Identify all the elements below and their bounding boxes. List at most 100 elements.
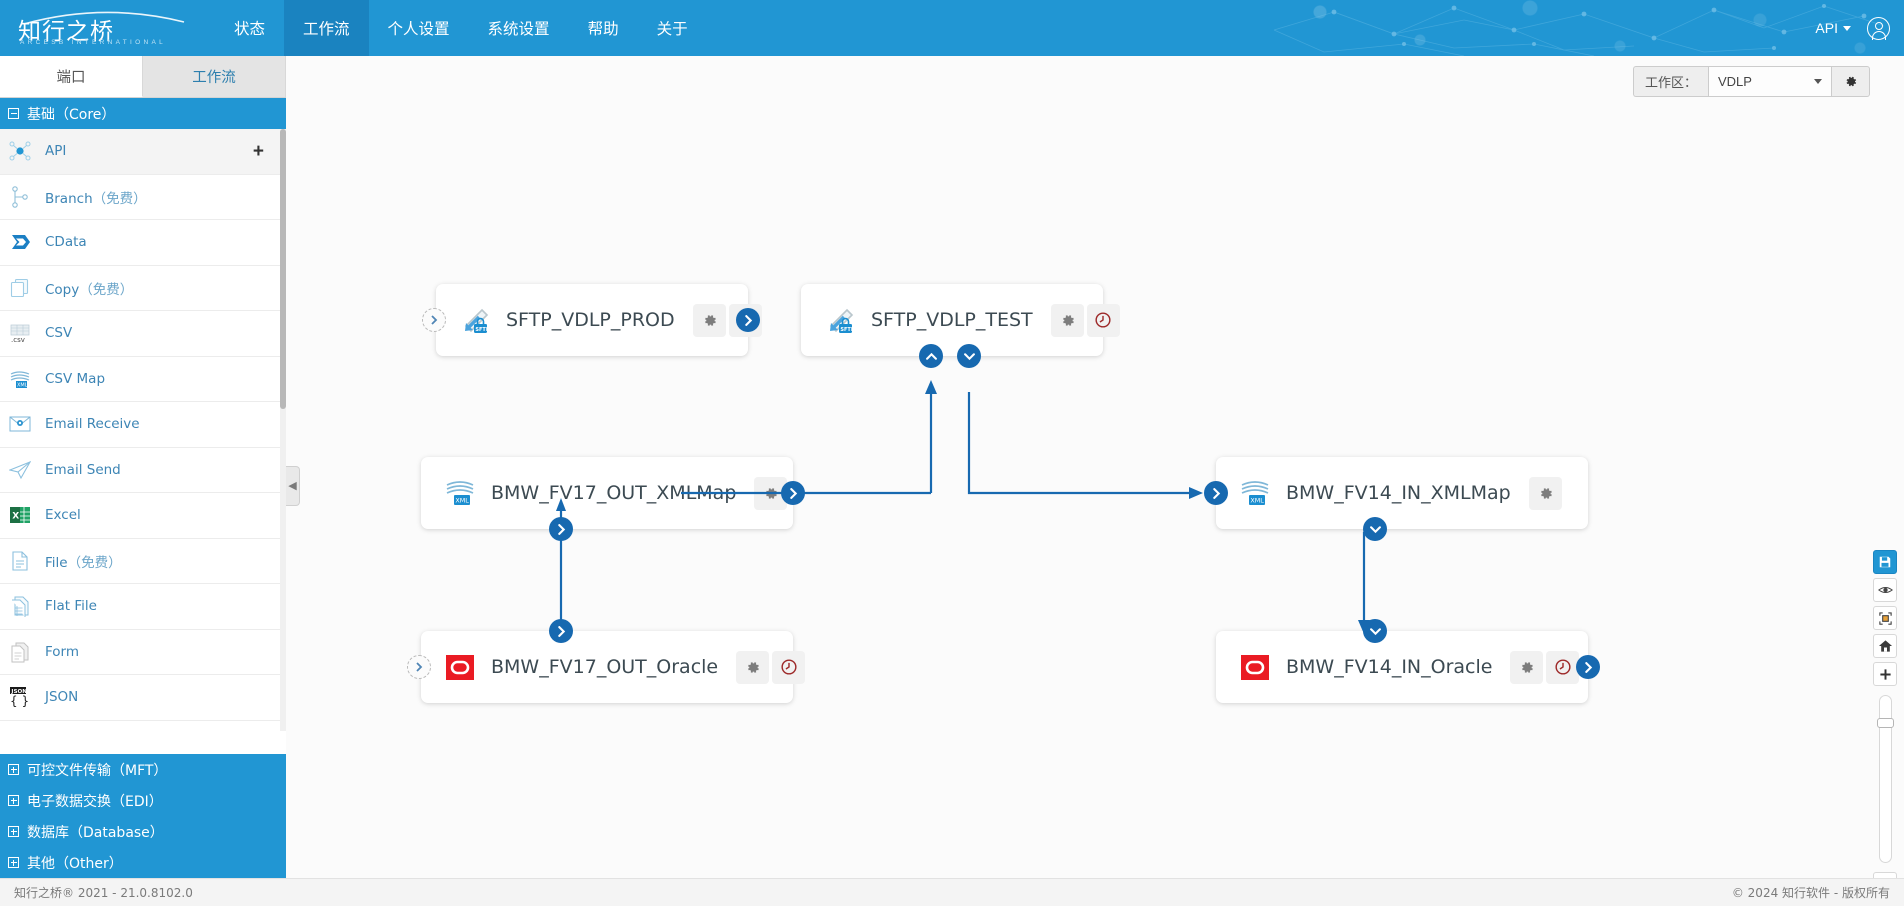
workflow-node-sftp-vdlp-test[interactable]: SFTP SFTP_VDLP_TEST bbox=[801, 284, 1120, 368]
sidebar-item-notify[interactable]: ! Notify（免费） bbox=[0, 721, 286, 732]
workflow-node-bmw-fv14-in-oracle[interactable]: BMW_FV14_IN_Oracle bbox=[1216, 619, 1600, 703]
sidebar-item-csv[interactable]: .csv CSV bbox=[0, 311, 286, 357]
clock-icon bbox=[1095, 312, 1111, 328]
node-schedule-button[interactable] bbox=[772, 650, 806, 684]
json-icon: JSON { } bbox=[8, 685, 32, 709]
sidebar-tab-workflow[interactable]: 工作流 bbox=[143, 56, 286, 97]
node-output-connector[interactable] bbox=[736, 308, 760, 332]
node-input-connector[interactable] bbox=[407, 655, 431, 679]
zoom-slider-thumb[interactable] bbox=[1876, 718, 1894, 728]
node-input-connector[interactable] bbox=[422, 308, 446, 332]
node-settings-button[interactable] bbox=[1528, 476, 1562, 510]
oracle-icon bbox=[1238, 650, 1272, 684]
sidebar-item-flat-file-label: Flat File bbox=[45, 598, 97, 615]
node-schedule-button[interactable] bbox=[1086, 303, 1120, 337]
node-input-connector-top[interactable] bbox=[1363, 619, 1387, 643]
node-actions bbox=[1528, 476, 1562, 510]
sidebar-item-cdata[interactable]: CData bbox=[0, 220, 286, 266]
sidebar-group-edi[interactable]: 电子数据交换（EDI） bbox=[0, 785, 286, 816]
form-icon bbox=[8, 640, 32, 664]
nav-item-profile[interactable]: 个人设置 bbox=[387, 20, 450, 38]
footer-copyright: © 2024 知行软件 - 版权所有 bbox=[1731, 886, 1890, 900]
zoom-in-button[interactable] bbox=[1873, 662, 1897, 686]
sidebar-group-mft[interactable]: 可控文件传输（MFT） bbox=[0, 754, 286, 785]
csv-map-icon: XML bbox=[8, 367, 32, 391]
workspace-settings-button[interactable] bbox=[1832, 66, 1870, 97]
sidebar-group-other[interactable]: 其他（Other） bbox=[0, 847, 286, 878]
workflow-node-bmw-fv17-out-xmlmap[interactable]: XML BMW_FV17_OUT_XMLMap bbox=[421, 457, 805, 541]
sidebar-scrollbar[interactable] bbox=[280, 129, 286, 731]
workflow-node-label: BMW_FV14_IN_XMLMap bbox=[1286, 482, 1511, 504]
sidebar-item-branch[interactable]: Branch（免费） bbox=[0, 175, 286, 220]
preview-button[interactable] bbox=[1873, 578, 1897, 602]
node-output-connector-top[interactable] bbox=[549, 619, 573, 643]
sidebar-tabs: 端口 工作流 bbox=[0, 56, 286, 98]
home-button[interactable] bbox=[1873, 634, 1897, 658]
node-output-connector[interactable] bbox=[781, 481, 805, 505]
nav-item-about[interactable]: 关于 bbox=[656, 20, 688, 38]
logo-text: 知行之桥 bbox=[18, 19, 114, 45]
sidebar-item-file[interactable]: File（免费） bbox=[0, 539, 286, 584]
node-schedule-button[interactable] bbox=[1546, 650, 1580, 684]
sidebar-item-form[interactable]: Form bbox=[0, 630, 286, 675]
api-menu-button[interactable]: API bbox=[1815, 20, 1851, 36]
clock-icon bbox=[781, 659, 797, 675]
main-nav: 状态 工作流 个人设置 系统设置 帮助 关于 bbox=[215, 0, 707, 56]
gear-icon bbox=[1062, 314, 1074, 326]
sidebar-item-copy[interactable]: Copy（免费） bbox=[0, 266, 286, 311]
expand-plus-icon bbox=[8, 764, 19, 775]
sidebar-item-copy-free: （免费） bbox=[79, 281, 134, 298]
nav-item-workflow[interactable]: 工作流 bbox=[284, 0, 369, 56]
node-input-connector-up[interactable] bbox=[919, 344, 943, 368]
clock-icon bbox=[1555, 659, 1571, 675]
node-settings-button[interactable] bbox=[1050, 303, 1084, 337]
zoom-out-button[interactable] bbox=[1873, 872, 1897, 878]
workflow-node-label: SFTP_VDLP_TEST bbox=[871, 309, 1033, 331]
workspace-selector-group: 工作区： VDLP bbox=[1632, 66, 1870, 97]
csv-icon: .csv bbox=[8, 321, 32, 345]
add-api-button[interactable]: + bbox=[252, 140, 264, 162]
workflow-node-sftp-vdlp-prod[interactable]: SFTP SFTP_VDLP_PROD bbox=[422, 284, 762, 356]
sidebar-item-file-free: （免费） bbox=[67, 554, 122, 571]
node-output-connector-down[interactable] bbox=[1363, 517, 1387, 541]
node-settings-button[interactable] bbox=[736, 650, 770, 684]
sidebar-item-email-receive[interactable]: Email Receive bbox=[0, 402, 286, 448]
node-output-connector-down[interactable] bbox=[957, 344, 981, 368]
node-output-connector[interactable] bbox=[1576, 655, 1600, 679]
sidebar-collapse-toggle[interactable]: ◀ bbox=[286, 466, 300, 506]
sidebar-item-email-send[interactable]: Email Send bbox=[0, 448, 286, 493]
app-logo[interactable]: 知行之桥 ARCESB INTERNATIONAL bbox=[14, 4, 194, 52]
expand-plus-icon bbox=[8, 857, 19, 868]
node-settings-button[interactable] bbox=[1510, 650, 1544, 684]
workspace-select[interactable]: VDLP bbox=[1708, 66, 1832, 97]
nav-item-help[interactable]: 帮助 bbox=[587, 20, 619, 38]
sidebar-group-core[interactable]: 基础（Core） bbox=[0, 98, 286, 129]
workflow-node-bmw-fv14-in-xmlmap[interactable]: XML BMW_FV14_IN_XMLMap bbox=[1204, 457, 1588, 541]
sidebar-item-excel[interactable]: X Excel bbox=[0, 493, 286, 539]
nav-item-settings[interactable]: 系统设置 bbox=[487, 20, 550, 38]
workflow-node-bmw-fv17-out-oracle[interactable]: BMW_FV17_OUT_Oracle bbox=[407, 619, 806, 703]
workspace-label: 工作区： bbox=[1632, 66, 1708, 97]
excel-icon: X bbox=[8, 503, 32, 527]
user-circle-icon[interactable] bbox=[1867, 16, 1890, 40]
sidebar-scrollbar-thumb[interactable] bbox=[280, 129, 286, 409]
expand-plus-icon bbox=[8, 826, 19, 837]
node-settings-button[interactable] bbox=[692, 303, 726, 337]
workspace-select-value: VDLP bbox=[1718, 74, 1752, 89]
sidebar-tab-ports[interactable]: 端口 bbox=[0, 56, 143, 97]
sidebar-item-json[interactable]: JSON { } JSON bbox=[0, 675, 286, 721]
sidebar-item-flat-file[interactable]: Flat File bbox=[0, 584, 286, 630]
logo-subtitle: ARCESB INTERNATIONAL bbox=[20, 39, 167, 46]
node-input-connector[interactable] bbox=[1204, 481, 1228, 505]
node-input-connector-bottom[interactable] bbox=[549, 517, 573, 541]
fit-screen-button[interactable] bbox=[1873, 606, 1897, 630]
zoom-slider[interactable] bbox=[1876, 695, 1894, 863]
save-icon bbox=[1879, 556, 1891, 568]
sidebar-item-csv-map-label: CSV Map bbox=[45, 370, 106, 387]
sidebar-group-database[interactable]: 数据库（Database） bbox=[0, 816, 286, 847]
oracle-icon bbox=[443, 650, 477, 684]
nav-item-status[interactable]: 状态 bbox=[234, 20, 266, 38]
sidebar-item-csv-map[interactable]: XML CSV Map bbox=[0, 357, 286, 402]
save-button[interactable] bbox=[1873, 550, 1897, 574]
sidebar-item-api[interactable]: API + bbox=[0, 129, 286, 175]
